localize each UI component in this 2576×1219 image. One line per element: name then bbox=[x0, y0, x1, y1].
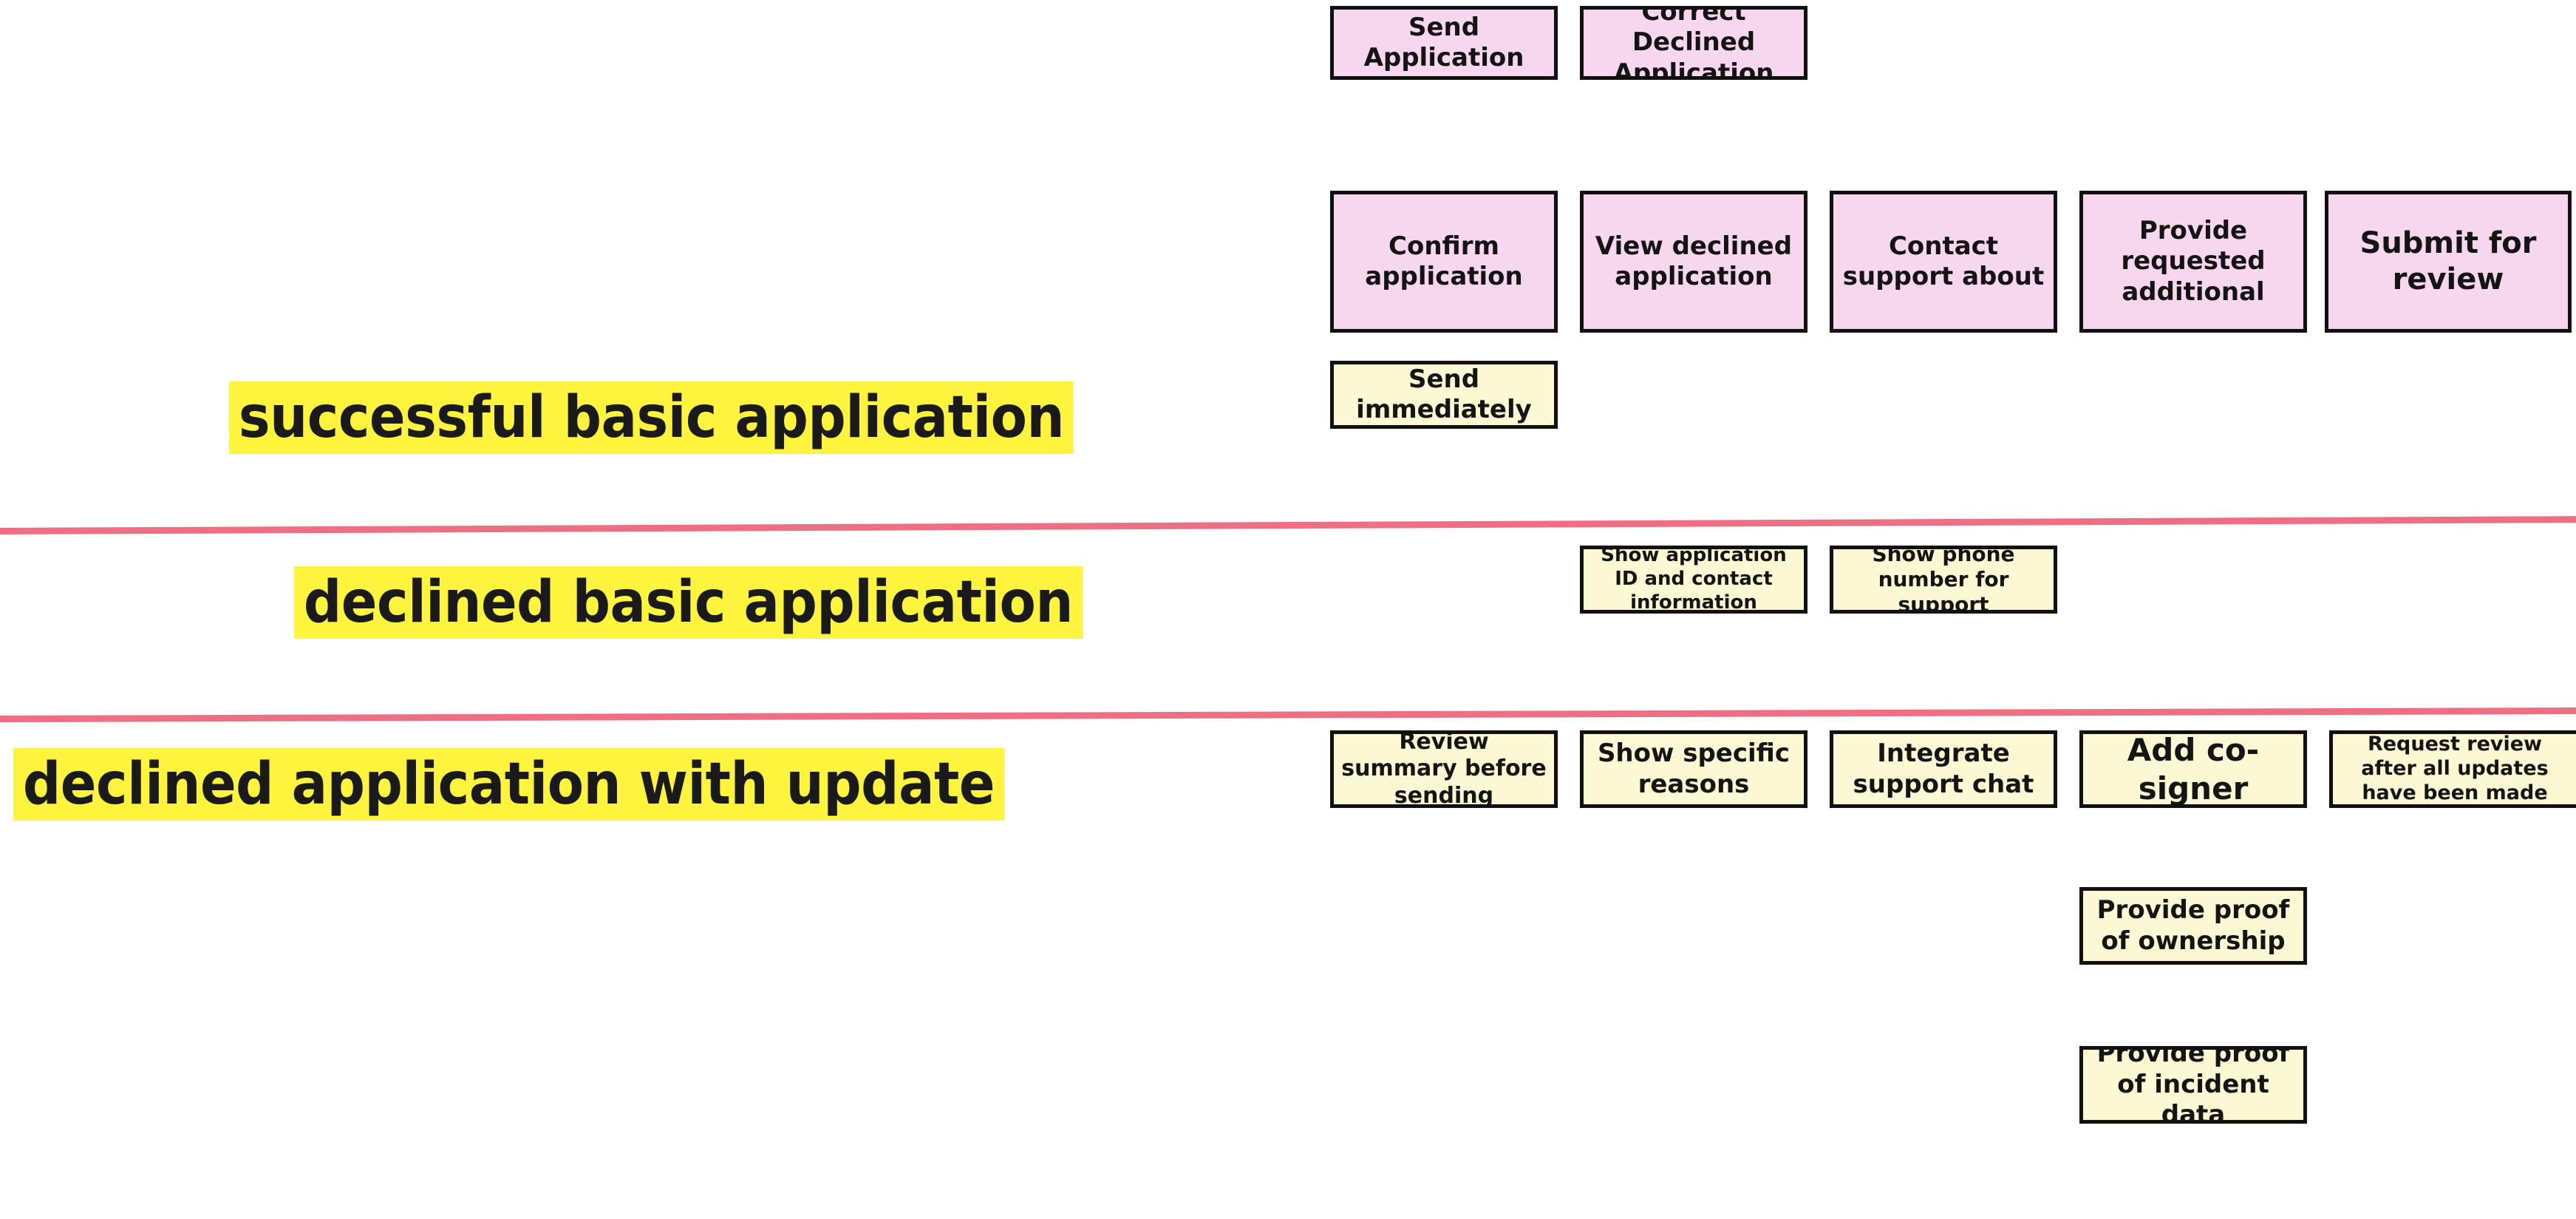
card-label: Request review after all updates have be… bbox=[2361, 733, 2549, 804]
card-integrate-support-chat[interactable]: Integrate support chat bbox=[1830, 730, 2057, 808]
card-add-co-signer[interactable]: Add co-signer bbox=[2079, 730, 2307, 808]
card-label: Provide requested additional bbox=[2121, 215, 2266, 307]
card-label: Confirm application bbox=[1365, 231, 1523, 291]
card-label: Integrate support chat bbox=[1853, 738, 2034, 799]
card-show-phone-number-for-support[interactable]: Show phone number for support bbox=[1830, 546, 2057, 614]
card-label: Provide proof of incident data bbox=[2096, 1046, 2290, 1124]
card-label: Review summary before sending bbox=[1341, 730, 1547, 808]
card-request-review-after-all-updates-have-been-made[interactable]: Request review after all updates have be… bbox=[2329, 730, 2576, 808]
card-label: Show application ID and contact informat… bbox=[1601, 546, 1787, 614]
card-label: Correct Declined Application bbox=[1613, 6, 1774, 80]
card-send-application[interactable]: Send Application bbox=[1330, 6, 1558, 80]
card-review-summary-before-sending[interactable]: Review summary before sending bbox=[1330, 730, 1558, 808]
section-label-declined-basic-application: declined basic application bbox=[294, 566, 1083, 639]
card-correct-declined-application[interactable]: Correct Declined Application bbox=[1580, 6, 1807, 80]
card-submit-for-review[interactable]: Submit for review bbox=[2325, 191, 2572, 333]
card-label: Provide proof of ownership bbox=[2096, 895, 2290, 956]
card-label: View declined application bbox=[1595, 231, 1793, 291]
card-provide-requested-additional[interactable]: Provide requested additional bbox=[2079, 191, 2307, 333]
section-label-declined-application-with-update: declined application with update bbox=[13, 748, 1004, 821]
card-send-immediately[interactable]: Send immediately bbox=[1330, 361, 1558, 429]
section-divider-1 bbox=[0, 516, 2576, 534]
card-label: Send Application bbox=[1363, 12, 1524, 72]
section-divider-2 bbox=[0, 707, 2576, 722]
card-view-declined-application[interactable]: View declined application bbox=[1580, 191, 1807, 333]
card-contact-support-about[interactable]: Contact support about bbox=[1830, 191, 2057, 333]
card-show-specific-reasons[interactable]: Show specific reasons bbox=[1580, 730, 1807, 808]
card-label: Send immediately bbox=[1356, 364, 1532, 424]
card-label: Add co-signer bbox=[2127, 732, 2260, 807]
card-label: Submit for review bbox=[2359, 226, 2537, 296]
card-provide-proof-of-incident-data[interactable]: Provide proof of incident data bbox=[2079, 1046, 2307, 1124]
card-confirm-application[interactable]: Confirm application bbox=[1330, 191, 1558, 333]
card-label: Show phone number for support bbox=[1872, 546, 2015, 614]
card-show-application-id-and-contact-information[interactable]: Show application ID and contact informat… bbox=[1580, 546, 1807, 614]
card-label: Contact support about bbox=[1842, 231, 2045, 291]
section-label-successful-basic-application: successful basic application bbox=[229, 381, 1074, 454]
card-label: Show specific reasons bbox=[1597, 738, 1790, 799]
card-provide-proof-of-ownership[interactable]: Provide proof of ownership bbox=[2079, 887, 2307, 965]
